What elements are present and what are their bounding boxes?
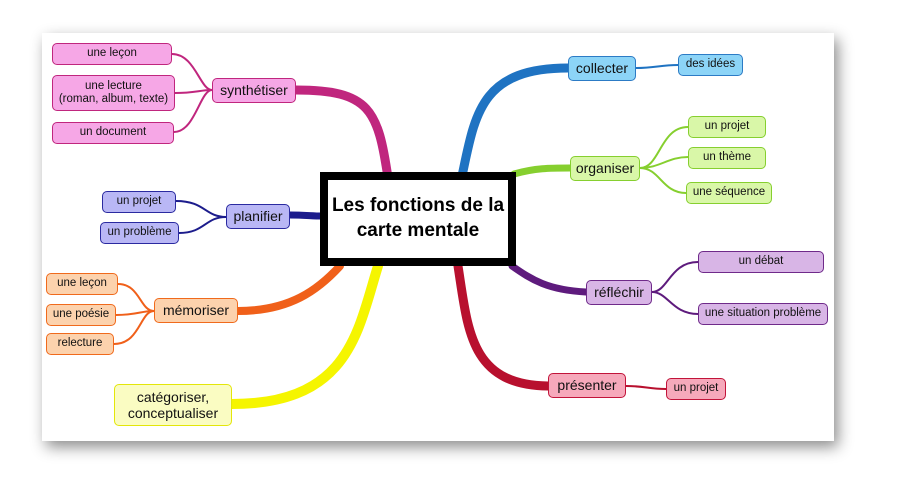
connector-collecter (457, 63, 573, 181)
branch-categoriser[interactable]: catégoriser, conceptualiser (114, 384, 232, 426)
connector-organiser (510, 164, 574, 178)
branch-reflechir[interactable]: réfléchir (586, 280, 652, 305)
leaf-synthetiser-1-label: une leçon (87, 47, 137, 60)
branch-presenter-label: présenter (557, 377, 617, 394)
leaf-collecter-1-label: des idées (685, 58, 736, 71)
branch-collecter-label: collecter (575, 60, 629, 77)
leaf-link-planifier-1 (175, 200, 227, 218)
leaf-link-organiser-3 (639, 167, 687, 194)
branch-reflechir-label: réfléchir (594, 284, 644, 301)
leaf-reflechir-1-label: un débat (738, 255, 784, 268)
leaf-memoriser-2-label: une poésie (52, 308, 110, 321)
connector-memoriser (234, 262, 344, 315)
connector-planifier (286, 211, 326, 220)
leaf-planifier-1-label: un projet (116, 195, 162, 208)
leaf-memoriser-1[interactable]: une leçon (46, 273, 118, 295)
connector-synthetiser (291, 85, 393, 183)
leaf-link-synthetiser-1 (171, 53, 213, 91)
leaf-link-planifier-2 (178, 216, 227, 234)
leaf-link-memoriser-1 (117, 283, 155, 312)
leaf-presenter-1-label: un projet (673, 382, 719, 395)
branch-collecter[interactable]: collecter (568, 56, 636, 81)
branch-planifier-label: planifier (233, 208, 283, 225)
leaf-organiser-3-label: une séquence (692, 186, 766, 199)
leaf-organiser-2-label: un thème (703, 151, 751, 164)
leaf-memoriser-1-label: une leçon (57, 277, 107, 290)
leaf-synthetiser-2-label: une lecture (roman, album, texte) (58, 79, 169, 105)
branch-synthetiser-label: synthétiser (220, 82, 288, 99)
leaf-collecter-1[interactable]: des idées (678, 54, 743, 76)
branch-synthetiser[interactable]: synthétiser (212, 78, 296, 103)
leaf-planifier-2-label: un problème (107, 226, 172, 239)
leaf-organiser-2[interactable]: un thème (688, 147, 766, 169)
leaf-link-presenter-1 (625, 385, 667, 390)
branch-memoriser-label: mémoriser (162, 302, 230, 319)
leaf-synthetiser-1[interactable]: une leçon (52, 43, 172, 65)
central-topic-label: Les fonctions de la carte mentale (331, 195, 505, 241)
branch-memoriser[interactable]: mémoriser (154, 298, 238, 323)
leaf-link-reflechir-1 (651, 261, 699, 293)
connector-categoriser (227, 261, 383, 409)
leaf-organiser-3[interactable]: une séquence (686, 182, 772, 204)
leaf-synthetiser-3-label: un document (79, 126, 147, 139)
leaf-synthetiser-3[interactable]: un document (52, 122, 174, 144)
leaf-memoriser-3-label: relecture (57, 337, 103, 350)
leaf-link-collecter-1 (635, 64, 679, 69)
leaf-link-synthetiser-3 (173, 89, 213, 133)
leaf-reflechir-2-label: une situation problème (704, 307, 822, 320)
branch-organiser-label: organiser (575, 160, 635, 177)
leaf-link-memoriser-3 (113, 310, 155, 345)
branch-organiser[interactable]: organiser (570, 156, 640, 181)
leaf-reflechir-2[interactable]: une situation problème (698, 303, 828, 325)
central-topic[interactable]: Les fonctions de la carte mentale (320, 172, 516, 266)
connector-presenter (453, 261, 553, 391)
leaf-link-reflechir-2 (651, 291, 699, 315)
leaf-memoriser-3[interactable]: relecture (46, 333, 114, 355)
branch-categoriser-label: catégoriser, conceptualiser (127, 388, 219, 421)
leaf-organiser-1[interactable]: un projet (688, 116, 766, 138)
leaf-organiser-1-label: un projet (704, 120, 750, 133)
leaf-planifier-1[interactable]: un projet (102, 191, 176, 213)
leaf-synthetiser-2[interactable]: une lecture (roman, album, texte) (52, 75, 175, 111)
leaf-planifier-2[interactable]: un problème (100, 222, 179, 244)
branch-presenter[interactable]: présenter (548, 373, 626, 398)
branch-planifier[interactable]: planifier (226, 204, 290, 229)
leaf-presenter-1[interactable]: un projet (666, 378, 726, 400)
connector-reflechir (508, 262, 590, 296)
leaf-reflechir-1[interactable]: un débat (698, 251, 824, 273)
leaf-memoriser-2[interactable]: une poésie (46, 304, 116, 326)
